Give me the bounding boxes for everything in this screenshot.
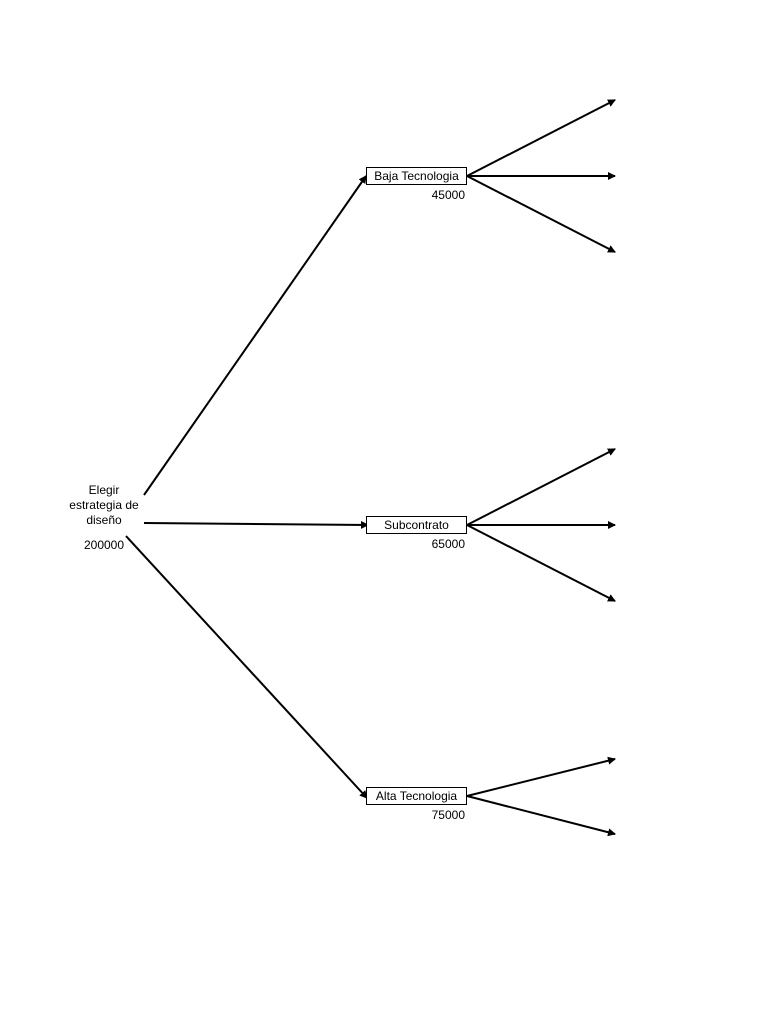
branch-root-to-baja-tecnologia xyxy=(143,175,367,496)
outcome-branch-baja-3 xyxy=(466,175,616,253)
root-decision-label: Elegir estrategia de diseño xyxy=(58,483,150,528)
outcome-branch-subcontrato-1 xyxy=(466,448,616,526)
outcome-branch-alta-2 xyxy=(466,795,616,837)
root-cost: 200000 xyxy=(83,538,125,552)
outcome-branch-subcontrato-3 xyxy=(466,524,616,602)
option-cost-subcontrato: 65000 xyxy=(431,537,465,551)
option-node-baja-tecnologia: Baja Tecnologia xyxy=(366,167,467,185)
option-cost-baja-tecnologia: 45000 xyxy=(431,188,465,202)
outcome-branch-alta-1 xyxy=(466,756,616,797)
option-cost-alta-tecnologia: 75000 xyxy=(431,808,465,822)
root-label-line-2: estrategia de xyxy=(69,498,139,512)
outcome-branch-baja-1 xyxy=(466,99,616,177)
root-label-line-3: diseño xyxy=(86,513,122,527)
option-node-alta-tecnologia: Alta Tecnologia xyxy=(366,787,467,805)
branch-root-to-subcontrato xyxy=(143,520,369,529)
option-node-subcontrato: Subcontrato xyxy=(366,516,467,534)
branch-root-to-alta-tecnologia xyxy=(125,535,368,799)
root-label-line-1: Elegir xyxy=(88,483,120,497)
